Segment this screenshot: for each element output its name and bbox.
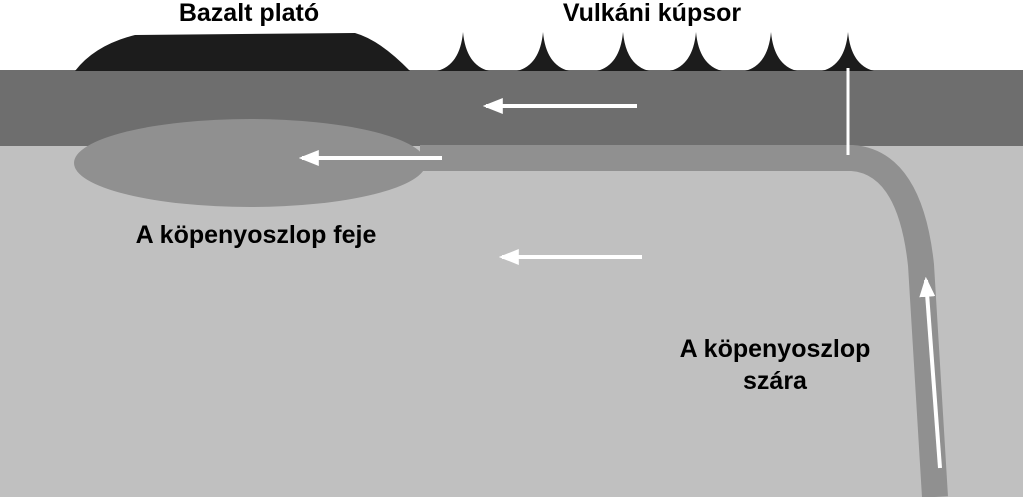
volcano-cone-icon xyxy=(745,32,797,71)
plume-head-label: A köpenyoszlop feje xyxy=(136,221,377,249)
volcano-cone-icon xyxy=(437,32,489,71)
volcanic-chain-label: Vulkáni kúpsor xyxy=(563,0,742,27)
plume-head xyxy=(74,119,426,207)
volcano-cone-icon xyxy=(517,32,569,71)
basalt-plateau-label: Bazalt plató xyxy=(179,0,319,27)
volcano-cone-icon xyxy=(597,32,649,71)
mantle-layer xyxy=(0,145,1023,497)
basalt-plateau xyxy=(75,33,410,71)
volcanic-cone-chain xyxy=(437,32,874,71)
plume-stem-label-line2: szára xyxy=(743,367,808,395)
plume-stem xyxy=(420,145,948,497)
plume-stem-label-line1: A köpenyoszlop xyxy=(680,335,871,363)
volcano-cone-icon xyxy=(670,32,722,71)
volcano-cone-icon xyxy=(822,32,874,71)
stem-rise-arrow-icon xyxy=(919,276,942,469)
